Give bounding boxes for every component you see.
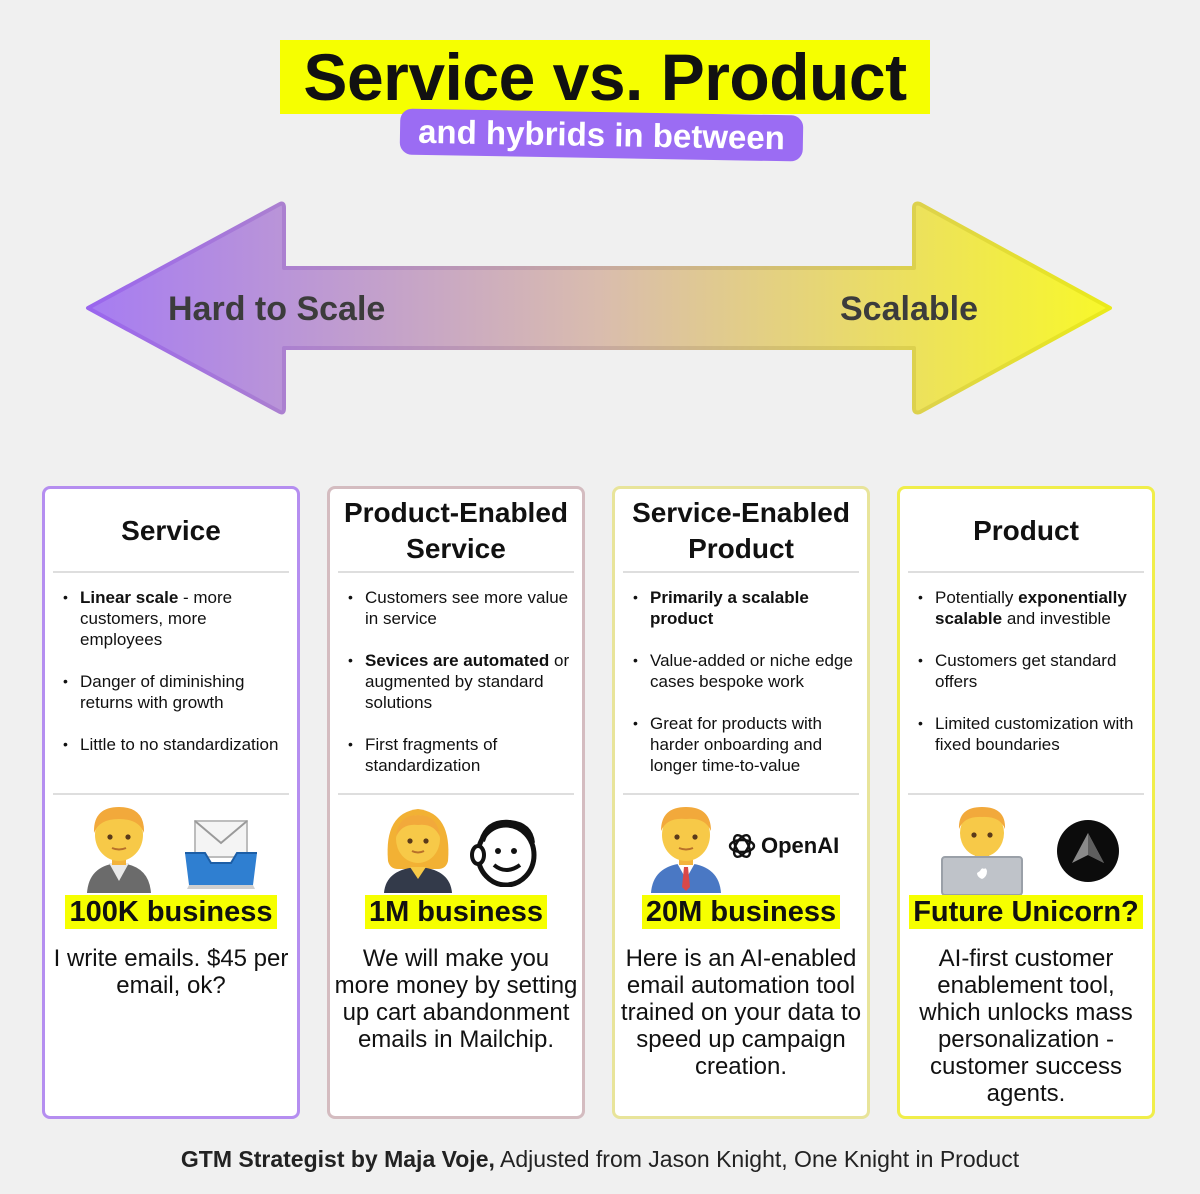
list-item: First fragments of standardization: [348, 734, 576, 776]
list-item: Danger of diminishing returns with growt…: [63, 671, 291, 713]
illustration-row: [900, 801, 1152, 895]
card-product: Product Potentially exponentially scalab…: [897, 486, 1155, 1119]
person-icon: [87, 807, 151, 893]
bullet-list: Primarily a scalable product Value-added…: [633, 587, 861, 797]
inbox-tray-icon: [185, 820, 257, 889]
list-item: Sevices are automated or augmented by st…: [348, 650, 576, 713]
divider: [623, 571, 859, 573]
page-subtitle: and hybrids in between: [399, 108, 804, 162]
revenue-badge: Future Unicorn?: [900, 895, 1152, 929]
list-item: Value-added or niche edge cases bespoke …: [633, 650, 861, 692]
card-title: Product: [973, 515, 1079, 546]
list-item: Limited customization with fixed boundar…: [918, 713, 1146, 755]
scalable-label: Scalable: [840, 290, 978, 328]
list-item: Great for products with harder onboardin…: [633, 713, 861, 776]
card-service: Service Linear scale - more customers, m…: [42, 486, 300, 1119]
divider: [338, 571, 574, 573]
scale-double-arrow: [86, 201, 1112, 415]
divider: [53, 571, 289, 573]
card-description: We will make you more money by setting u…: [334, 945, 578, 1053]
woman-icon: [384, 809, 452, 893]
list-item: Potentially exponentially scalable and i…: [918, 587, 1146, 629]
divider: [908, 571, 1144, 573]
card-product-enabled-service: Product-Enabled Service Customers see mo…: [327, 486, 585, 1119]
card-description: AI-first customer enablement tool, which…: [919, 945, 1133, 1107]
list-item: Linear scale - more customers, more empl…: [63, 587, 291, 650]
illustration-row: OpenAI: [615, 801, 867, 895]
divider: [623, 793, 859, 795]
card-title: Product-Enabled Service: [343, 497, 568, 564]
revenue-badge: 1M business: [330, 895, 582, 929]
footer-credit: GTM Strategist by Maja Voje, Adjusted fr…: [180, 1146, 1020, 1172]
openai-icon: [728, 833, 756, 859]
businessman-icon: [651, 807, 721, 893]
card-description: I write emails. $45 per email, ok?: [53, 945, 289, 999]
list-item: Customers see more value in service: [348, 587, 576, 629]
card-service-enabled-product: Service-Enabled Product Primarily a scal…: [612, 486, 870, 1119]
revenue-badge: 20M business: [615, 895, 867, 929]
arrow-logo-icon: [1057, 820, 1119, 882]
card-title: Service-Enabled Product: [632, 497, 850, 564]
list-item: Little to no standardization: [63, 734, 291, 755]
bullet-list: Customers see more value in service Sevi…: [348, 587, 576, 797]
divider: [338, 793, 574, 795]
divider: [908, 793, 1144, 795]
mailchimp-logo-icon: [470, 819, 537, 887]
divider: [53, 793, 289, 795]
bullet-list: Linear scale - more customers, more empl…: [63, 587, 291, 776]
list-item: Primarily a scalable product: [633, 587, 861, 629]
illustration-row: [45, 801, 297, 895]
page-title: Service vs. Product: [280, 40, 930, 114]
bullet-list: Potentially exponentially scalable and i…: [918, 587, 1146, 776]
revenue-badge: 100K business: [45, 895, 297, 929]
card-title: Service: [121, 515, 221, 546]
illustration-row: [330, 801, 582, 895]
technologist-icon: [941, 807, 1023, 895]
openai-wordmark: OpenAI: [761, 833, 840, 858]
openai-logo: OpenAI: [727, 831, 839, 861]
hard-to-scale-label: Hard to Scale: [168, 290, 386, 328]
list-item: Customers get standard offers: [918, 650, 1146, 692]
card-description: Here is an AI-enabled email automation t…: [620, 945, 862, 1080]
